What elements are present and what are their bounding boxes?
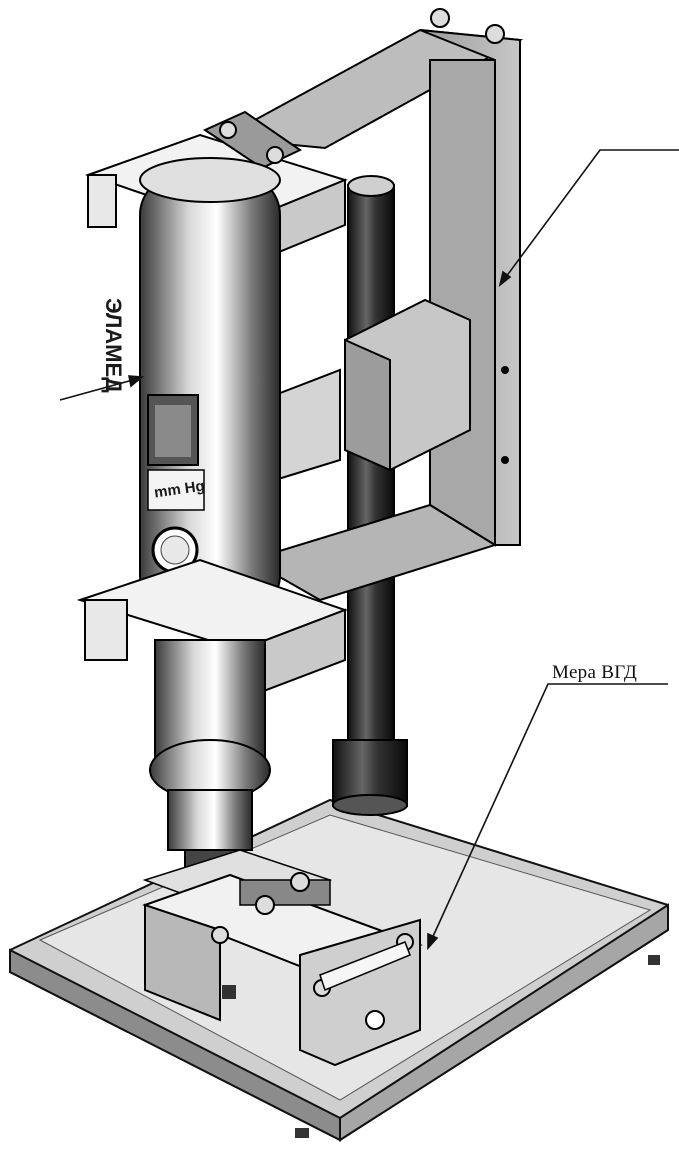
arrowhead-gauge	[427, 932, 439, 951]
leader-line-gauge	[429, 683, 668, 944]
arrowhead-frame	[498, 270, 512, 288]
vertical-rod	[332, 175, 408, 816]
mode-label-plate	[147, 469, 205, 511]
leader-lines	[59, 149, 679, 951]
gauge-callout-label: Мера ВГД	[552, 662, 638, 683]
arrowhead-tonometer	[128, 375, 145, 388]
leader-line-tonometer	[59, 377, 141, 401]
leader-line-frame	[499, 149, 679, 286]
tonometer-body	[139, 157, 281, 616]
device-brand-text: ЭЛАМЕД	[101, 298, 126, 393]
gauge-holder	[142, 849, 423, 1067]
